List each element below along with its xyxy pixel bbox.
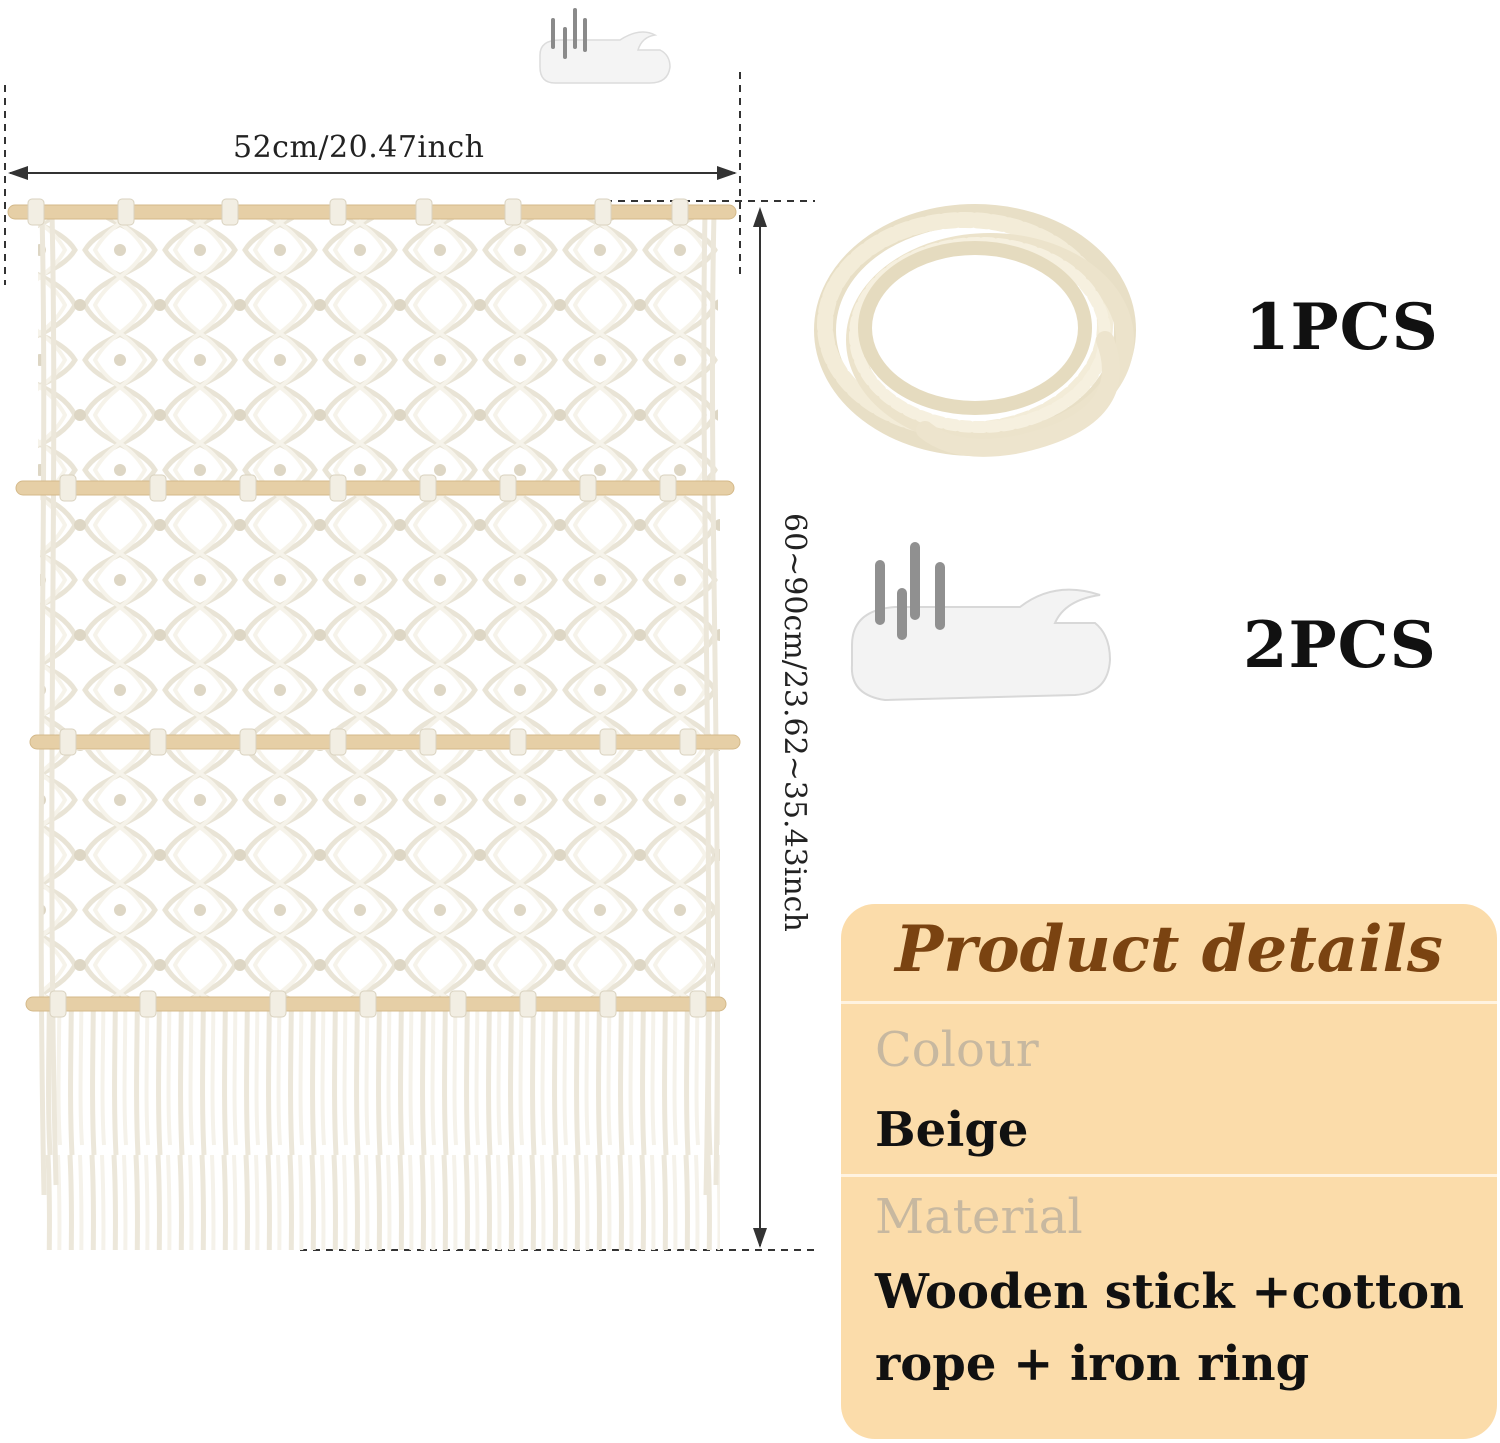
product-details-title: Product details [895,912,1443,987]
macrame-organizer [7,198,741,1250]
colour-label: Colour [875,1022,1039,1078]
product-details-card: Product details Colour Beige Material Wo… [841,904,1497,1439]
material-label: Material [875,1189,1083,1245]
divider [841,1174,1497,1177]
height-dimension-label: 60~90cm/23.62~35.43inch [777,513,812,932]
hook-quantity: 2PCS [1243,608,1437,683]
small-hook-icon [539,8,671,84]
colour-value: Beige [875,1102,1029,1158]
width-dimension-label: 52cm/20.47inch [233,130,485,165]
wall-hook-icon [850,542,1112,702]
rope-quantity: 1PCS [1245,290,1439,365]
cotton-rope-coil-icon [814,204,1136,457]
material-value: Wooden stick +cotton rope + iron ring [875,1264,1465,1392]
divider [841,1001,1497,1004]
